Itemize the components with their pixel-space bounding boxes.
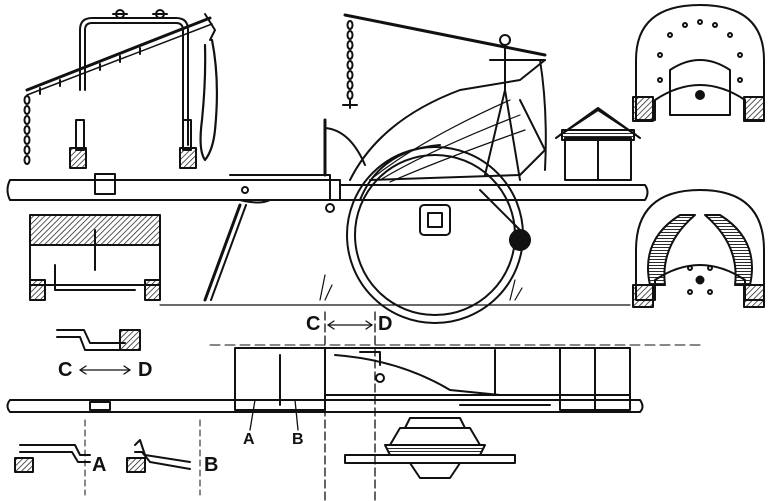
label-a-bottom-mid: A xyxy=(243,431,255,448)
shield-bottom-right xyxy=(632,189,765,308)
label-c-left: C xyxy=(58,359,73,381)
wheel-side-view xyxy=(346,144,531,324)
frame-side-view xyxy=(6,173,649,302)
label-d-left: D xyxy=(138,359,153,381)
section-detail-a xyxy=(14,419,91,496)
label-a-bottom-left: A xyxy=(92,454,107,476)
chain-right xyxy=(346,20,354,100)
dimension-top xyxy=(324,311,376,501)
chain-left xyxy=(23,95,31,165)
label-d-top: D xyxy=(378,313,393,335)
toolbox-left xyxy=(29,214,161,301)
label-b-bottom-left: B xyxy=(204,454,219,476)
toolbox-right xyxy=(555,107,641,181)
ground-line xyxy=(159,274,631,306)
wheel-plan-view xyxy=(344,417,516,479)
dimension-left xyxy=(56,329,141,375)
left-lever-assembly xyxy=(23,9,219,169)
shield-top-right xyxy=(632,4,765,122)
label-c-top: C xyxy=(306,313,321,335)
label-b-bottom-mid: B xyxy=(292,431,304,448)
section-markers-plan xyxy=(249,399,299,431)
frame-plan-view xyxy=(6,344,701,413)
section-detail-b xyxy=(126,419,201,496)
seat-assembly xyxy=(323,13,547,183)
